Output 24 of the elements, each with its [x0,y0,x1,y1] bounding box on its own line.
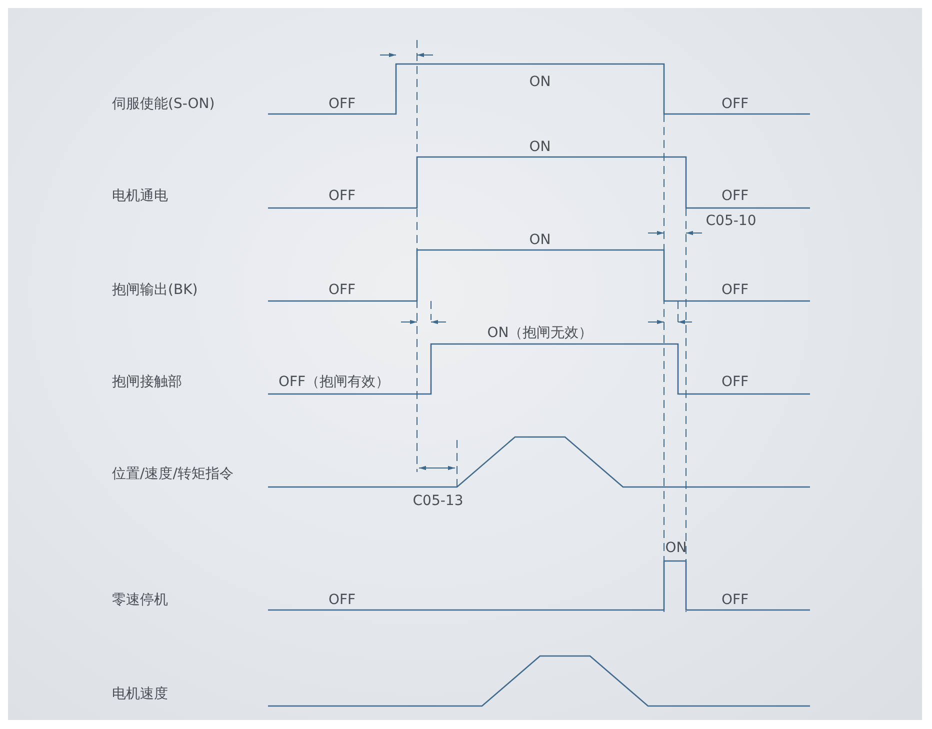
state-label: ON（抱闸无效） [487,325,593,341]
state-label: OFF [721,96,749,112]
signal-name: 电机通电 [112,188,168,204]
state-label: OFF [328,188,356,204]
state-label: OFF [328,282,356,298]
state-label: ON [529,74,551,90]
state-label: ON [529,232,551,248]
state-label: OFF（抱闸有效） [278,374,390,390]
signal-name: 伺服使能(S-ON) [112,96,215,112]
state-label: C05-10 [706,213,756,229]
state-label: OFF [721,592,749,608]
state-label: ON [665,540,687,556]
state-label: OFF [328,592,356,608]
state-label: C05-13 [412,493,464,509]
signal-name: 抱闸接触部 [112,374,182,390]
state-label: OFF [328,96,356,112]
state-label: ON [529,139,551,155]
state-label: OFF [721,188,749,204]
state-label: OFF [721,282,749,298]
state-label: OFF [721,374,749,390]
signal-name: 抱闸输出(BK) [112,282,198,298]
signal-name: 电机速度 [112,686,168,702]
signal-name: 零速停机 [112,592,168,608]
signal-name: 位置/速度/转矩指令 [112,466,234,482]
